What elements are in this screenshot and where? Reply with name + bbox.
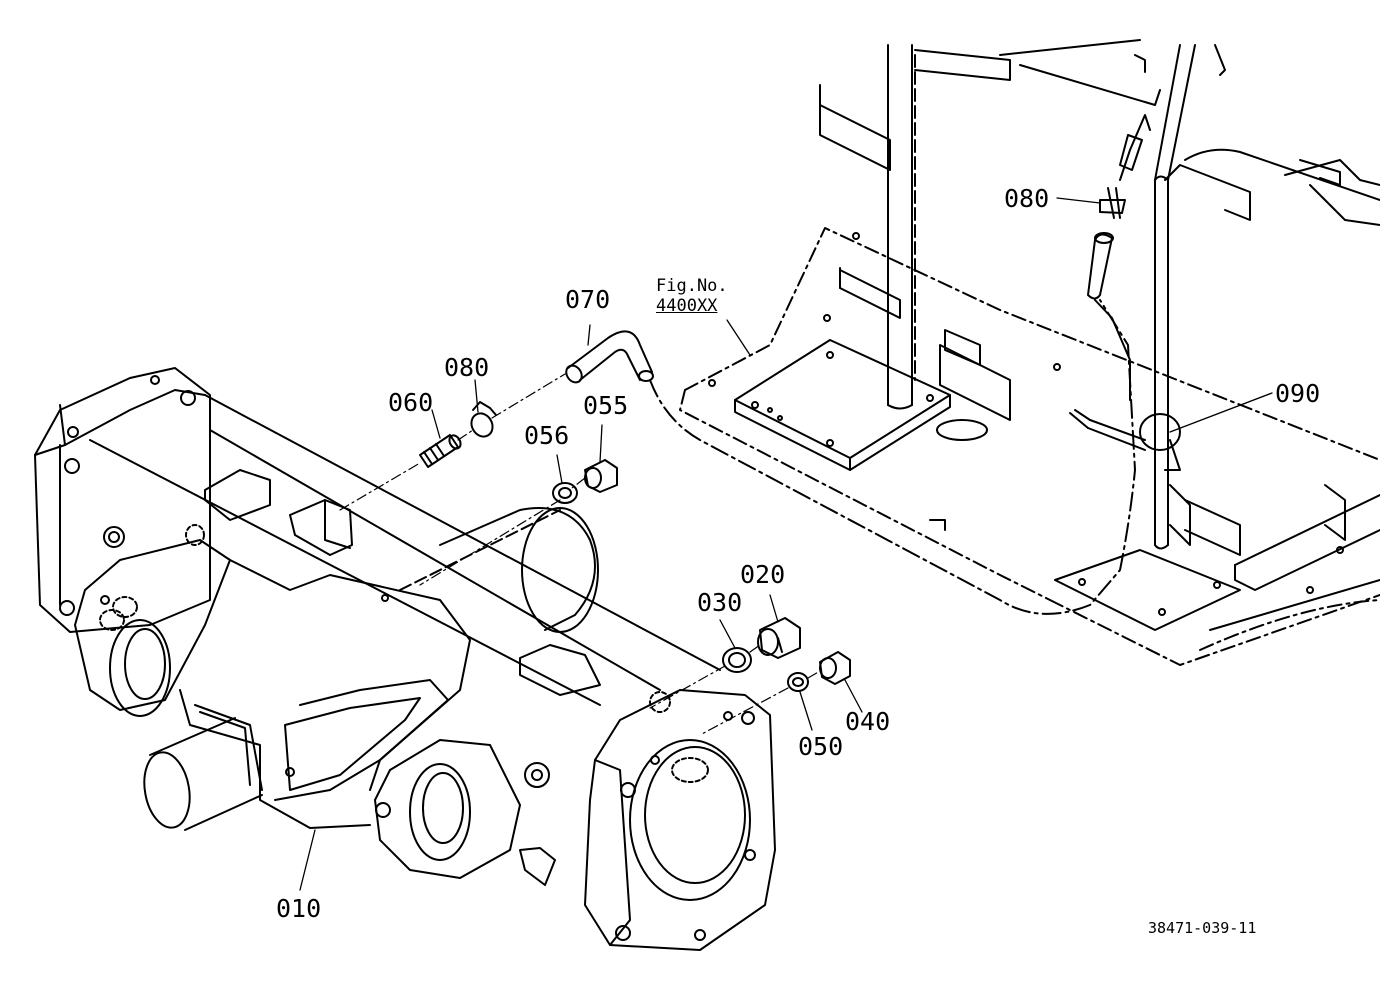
callout-080-lower[interactable]: 080 — [444, 353, 490, 382]
callout-020[interactable]: 020 — [740, 560, 786, 589]
callout-070[interactable]: 070 — [565, 285, 611, 314]
washer-030 — [722, 647, 752, 673]
callout-055[interactable]: 055 — [583, 391, 629, 420]
fitting-060 — [419, 434, 462, 468]
callout-056[interactable]: 056 — [524, 421, 570, 450]
hose-routing-line — [649, 299, 1136, 615]
assembly-lines — [339, 373, 821, 736]
plug-055 — [584, 459, 618, 493]
upper-hose-assembly — [1069, 114, 1181, 451]
washer-056 — [552, 482, 578, 504]
figure-reference-line2: 4400XX — [656, 295, 718, 316]
drawing-number: 38471-039-11 — [1148, 919, 1257, 937]
breather-hose-070 — [565, 330, 654, 384]
callout-050[interactable]: 050 — [798, 732, 844, 761]
plug-020 — [757, 617, 801, 659]
axle-housing-010 — [34, 367, 776, 951]
callout-040[interactable]: 040 — [845, 707, 891, 736]
callout-090[interactable]: 090 — [1275, 379, 1321, 408]
bolt-040 — [819, 651, 851, 685]
tractor-frame — [679, 39, 1380, 666]
callout-060[interactable]: 060 — [388, 388, 434, 417]
callout-080-upper[interactable]: 080 — [1004, 184, 1050, 213]
leader-lines — [299, 197, 1273, 891]
callout-030[interactable]: 030 — [697, 588, 743, 617]
callout-010[interactable]: 010 — [276, 894, 322, 923]
figure-reference[interactable]: Fig.No. 4400XX — [656, 276, 728, 316]
washer-050 — [787, 672, 809, 692]
clamp-080-lower — [470, 401, 497, 438]
figure-reference-line1: Fig.No. — [656, 276, 728, 296]
